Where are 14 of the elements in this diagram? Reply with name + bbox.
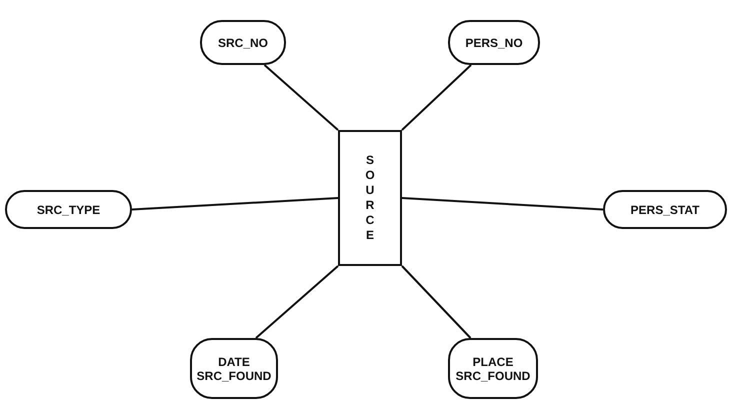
attribute-name: SRC_TYPE [36,202,100,216]
connector-line [255,265,339,339]
entity-name: SOURCE [364,153,376,243]
attribute-name: SRC_NO [218,36,268,50]
entity-box [338,130,402,266]
connector-line [401,265,472,339]
connector-line [264,64,339,131]
attribute-name: PERS_STAT [630,202,700,216]
attribute-name: DATE SRC_FOUND [196,354,272,382]
connector-line [132,197,338,210]
connector-line [402,197,604,210]
attribute-name: PLACE SRC_FOUND [454,354,532,382]
attribute-name: PERS_NO [465,36,523,50]
connector-line [401,64,472,131]
